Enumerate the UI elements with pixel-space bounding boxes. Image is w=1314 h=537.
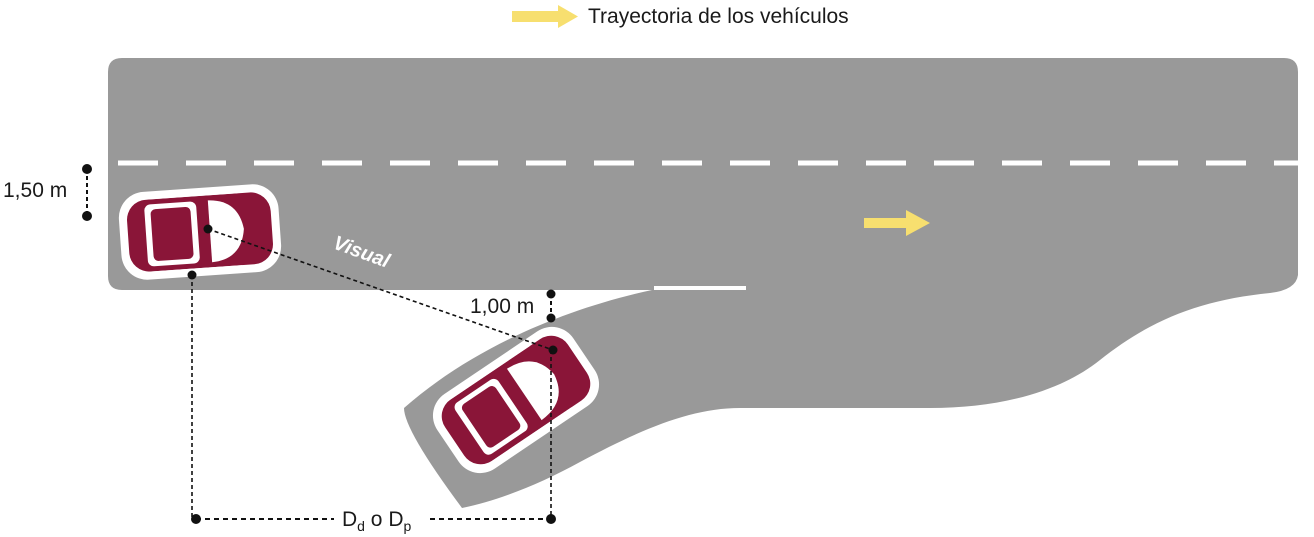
sight-point-entry — [548, 345, 558, 355]
legend: Trayectoria de los vehículos — [512, 5, 849, 28]
projection-point-main-top — [187, 270, 197, 280]
entry-ramp-car — [432, 326, 600, 474]
distance-dimension: Dd o Dp — [191, 508, 556, 534]
direction-arrow-icon — [864, 210, 930, 236]
legend-arrow-icon — [512, 5, 578, 28]
offset-label-entry: 1,00 m — [470, 295, 534, 318]
offset-dimension-entry: 1,00 m — [470, 289, 556, 323]
road — [108, 58, 1298, 508]
sight-point-main — [203, 224, 213, 234]
main-road — [108, 58, 1298, 508]
main-road-car — [118, 184, 282, 280]
sight-line — [207, 228, 554, 351]
offset-dimension-main: 1,50 m — [3, 164, 92, 221]
offset-label-main: 1,50 m — [3, 179, 67, 202]
distance-label: Dd o Dp — [342, 508, 412, 534]
legend-label: Trayectoria de los vehículos — [588, 5, 849, 28]
